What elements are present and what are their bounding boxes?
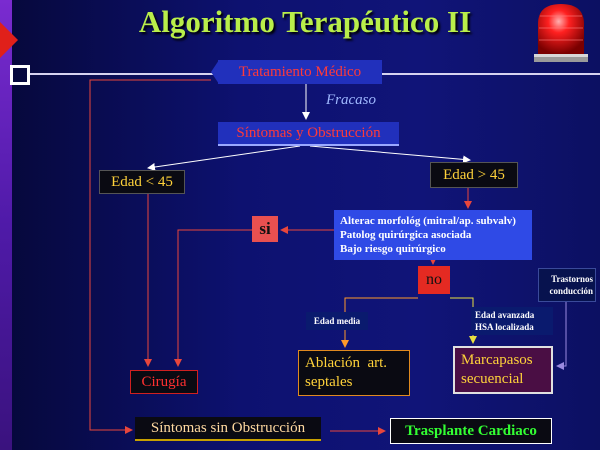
criteria-line: Alterac morfológ (mitral/ap. subvalv) xyxy=(340,215,516,227)
node-cirugia: Cirugía xyxy=(130,370,198,394)
criteria-line: Patolog quirúrgica asociada xyxy=(340,229,472,241)
node-edad-avanzada: Edad avanzada HSA localizada xyxy=(471,307,553,335)
edad-avanzada-line: Edad avanzada xyxy=(475,310,535,320)
siren-icon xyxy=(534,4,588,62)
arrow-trastornos-to-marcapasos xyxy=(556,302,567,370)
slide-title: Algoritmo Terapéutico II xyxy=(138,4,472,39)
ablacion-line: Ablación art. xyxy=(305,355,388,371)
node-no: no xyxy=(418,266,450,294)
arrow-trat-to-sin-obstruccion xyxy=(89,79,211,434)
node-sintomas-sin-obstruccion: Síntomas sin Obstrucción xyxy=(135,417,321,441)
node-tratamiento-medico: Tratamiento Médico xyxy=(218,60,382,84)
label-fracaso: Fracaso xyxy=(326,92,376,108)
node-edad-menor-45: Edad < 45 xyxy=(99,170,185,194)
arrow-si-to-cirugia xyxy=(174,229,252,367)
ablacion-line: septales xyxy=(305,374,353,390)
node-marcapasos-secuencial: Marcapasos secuencial xyxy=(453,346,553,394)
white-square-marker xyxy=(10,65,30,85)
node-sintomas-obstruccion: Síntomas y Obstrucción xyxy=(218,122,399,146)
arrow-sintomas-to-edad-gt xyxy=(309,145,471,164)
marcapasos-line: Marcapasos xyxy=(461,352,533,368)
left-accent-bar xyxy=(0,0,12,450)
node-edad-mayor-45: Edad > 45 xyxy=(430,162,518,188)
node-trastornos-conduccion: Trastornos conducción xyxy=(538,268,596,302)
tratamiento-pointer xyxy=(211,60,219,84)
node-edad-media: Edad media xyxy=(306,312,368,330)
node-trasplante-cardiaco: Trasplante Cardiaco xyxy=(390,418,552,444)
arrow-sintomas-to-edad-lt xyxy=(147,145,301,171)
node-criteria: Alterac morfológ (mitral/ap. subvalv) Pa… xyxy=(334,210,532,260)
trastornos-line: conducción xyxy=(549,286,593,296)
red-triangle-marker xyxy=(0,22,18,58)
edad-avanzada-line: HSA localizada xyxy=(475,322,534,332)
arrow-no-to-ablacion xyxy=(341,297,418,348)
node-si: si xyxy=(252,216,278,242)
arrow-no-to-marcapasos xyxy=(450,297,477,344)
marcapasos-line: secuencial xyxy=(461,371,524,387)
criteria-line: Bajo riesgo quirúrgico xyxy=(340,243,446,255)
trastornos-line: Trastornos xyxy=(551,274,593,284)
node-ablacion-septales: Ablación art. septales xyxy=(298,350,410,396)
